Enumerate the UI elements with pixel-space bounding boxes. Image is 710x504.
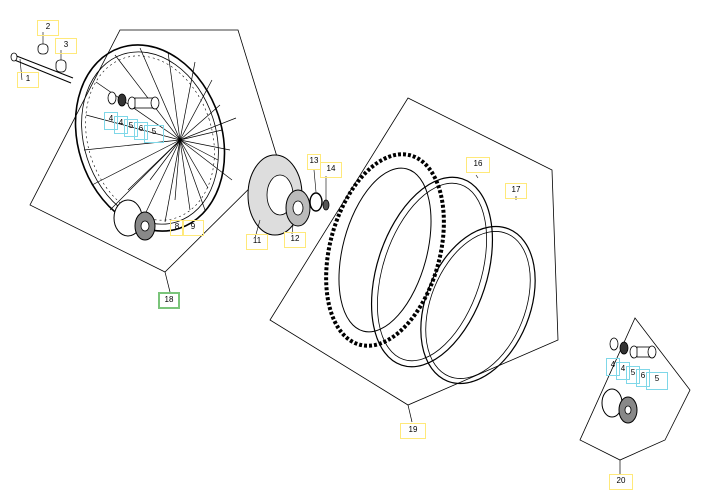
callout-1[interactable]: 1 bbox=[17, 72, 39, 88]
spacer-2 bbox=[37, 32, 49, 55]
rear-hub bbox=[601, 388, 638, 424]
rear-wheel-assembly-outline bbox=[269, 97, 559, 406]
callout-14[interactable]: 14 bbox=[320, 162, 342, 178]
rear-tire bbox=[324, 152, 446, 348]
callout-5b[interactable]: 5 bbox=[144, 125, 164, 143]
callout-4a[interactable]: 4 bbox=[104, 112, 118, 130]
callout-18[interactable]: 18 bbox=[158, 292, 180, 309]
callout-5d[interactable]: 5 bbox=[646, 372, 668, 390]
callout-13[interactable]: 13 bbox=[307, 154, 321, 170]
rim-strap bbox=[420, 196, 536, 385]
front-wheel-rim bbox=[74, 44, 226, 232]
callout-17[interactable]: 17 bbox=[505, 183, 527, 199]
callout-4d[interactable]: 4 bbox=[616, 362, 630, 380]
front-wheel-assembly-outline bbox=[29, 29, 279, 273]
callout-4c[interactable]: 4 bbox=[606, 358, 620, 376]
front-hub bbox=[113, 199, 156, 241]
callout-16[interactable]: 16 bbox=[466, 157, 490, 173]
callout-5a[interactable]: 5 bbox=[124, 119, 138, 137]
seal-ring bbox=[309, 169, 330, 212]
sprocket-carrier bbox=[285, 189, 311, 235]
front-bearing-stack bbox=[107, 91, 160, 110]
callout-4b[interactable]: 4 bbox=[114, 116, 128, 134]
callout-9[interactable]: 9 bbox=[182, 220, 204, 236]
callout-20[interactable]: 20 bbox=[609, 474, 633, 490]
callout-11[interactable]: 11 bbox=[246, 234, 268, 250]
front-wheel-spokes bbox=[83, 47, 237, 226]
callout-5c[interactable]: 5 bbox=[626, 366, 640, 384]
rear-bearing-stack bbox=[609, 337, 657, 359]
callout-12[interactable]: 12 bbox=[284, 232, 306, 248]
front-axle bbox=[10, 52, 74, 84]
rear-hub-assembly-outline bbox=[579, 317, 691, 461]
callout-6a[interactable]: 6 bbox=[134, 122, 148, 140]
callout-8[interactable]: 8 bbox=[170, 220, 184, 236]
callout-19[interactable]: 19 bbox=[400, 423, 426, 439]
callout-3[interactable]: 3 bbox=[55, 38, 77, 54]
inner-tube bbox=[370, 174, 494, 368]
spacer-3 bbox=[55, 50, 67, 73]
callout-2[interactable]: 2 bbox=[37, 20, 59, 36]
callout-6b[interactable]: 6 bbox=[636, 369, 650, 387]
